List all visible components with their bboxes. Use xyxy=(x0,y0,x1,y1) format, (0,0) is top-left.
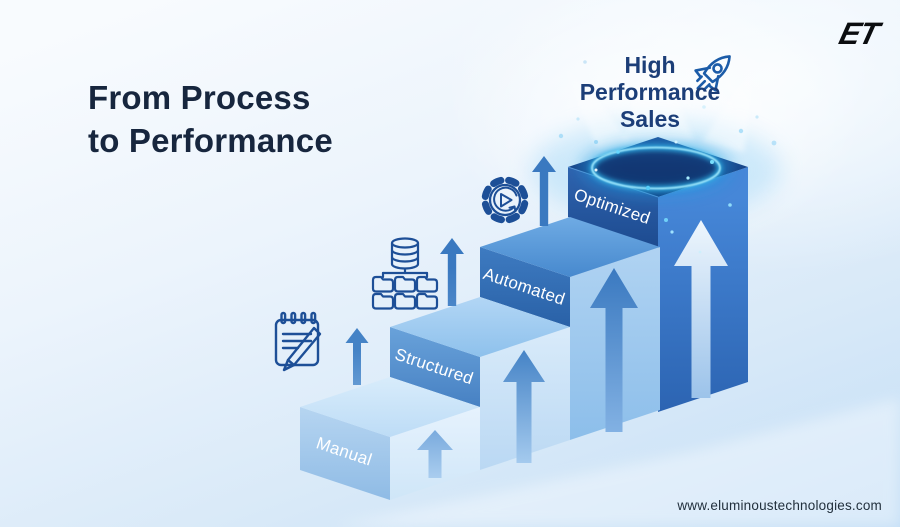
gear-play-icon xyxy=(481,176,529,224)
ambient-dots xyxy=(558,60,777,146)
light-rays xyxy=(558,38,756,152)
floating-up-arrows xyxy=(345,156,556,385)
structured-top-face xyxy=(390,297,570,357)
manual-top-face xyxy=(300,377,480,437)
floating-arrow-1 xyxy=(345,328,369,385)
title-line-1: From Process xyxy=(88,79,311,116)
summit-line-2: Performance xyxy=(579,79,721,105)
page-title: From Process to Performance xyxy=(88,76,333,162)
website-url: www.eluminoustechnologies.com xyxy=(677,498,882,513)
automated-top-face xyxy=(480,217,660,277)
floating-arrow-3 xyxy=(532,156,556,226)
database-hierarchy-icon xyxy=(371,237,439,310)
title-line-2: to Performance xyxy=(88,122,333,159)
notepad-pencil-icon xyxy=(274,311,322,372)
summit-label: High Performance Sales xyxy=(534,52,766,133)
folder-grid xyxy=(371,275,439,310)
background-light-band xyxy=(330,398,900,527)
step-box-optimized xyxy=(567,137,748,412)
manual-front-face xyxy=(300,407,390,500)
manual-up-arrow xyxy=(417,430,453,478)
optimized-up-arrow xyxy=(674,220,728,398)
automated-front-face xyxy=(480,247,570,327)
rocket-icon xyxy=(694,55,731,92)
step-box-automated xyxy=(480,217,660,440)
summit-line-3: Sales xyxy=(619,106,681,132)
structured-front-face xyxy=(390,327,480,407)
floating-arrow-2 xyxy=(440,238,464,306)
glow-portal-ring xyxy=(581,140,731,196)
sparkles xyxy=(594,140,732,254)
step-box-structured xyxy=(390,297,570,470)
optimized-front-face xyxy=(568,167,658,247)
automated-up-arrow xyxy=(590,268,638,432)
structured-up-arrow xyxy=(503,350,545,463)
summit-line-1: High xyxy=(624,52,676,78)
step-box-manual xyxy=(300,377,480,500)
